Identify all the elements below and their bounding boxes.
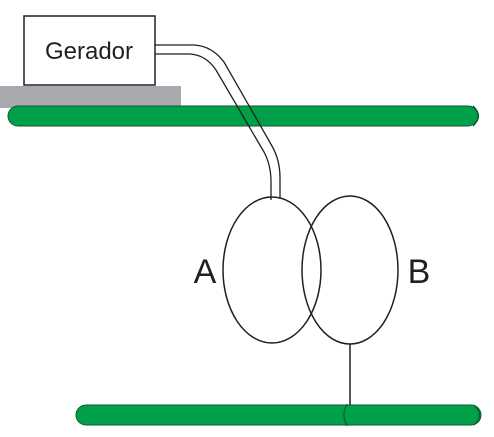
generator-base — [0, 86, 181, 108]
loop-a-label: A — [194, 253, 217, 291]
lower-pipe — [75, 404, 482, 426]
generator-cable — [155, 44, 281, 200]
generator-box — [23, 15, 156, 86]
loop-a — [222, 196, 322, 344]
ground-clamp — [343, 403, 348, 427]
loop-b-label: B — [408, 253, 431, 291]
loop-b — [301, 195, 399, 345]
generator-label: Gerador — [45, 38, 133, 65]
